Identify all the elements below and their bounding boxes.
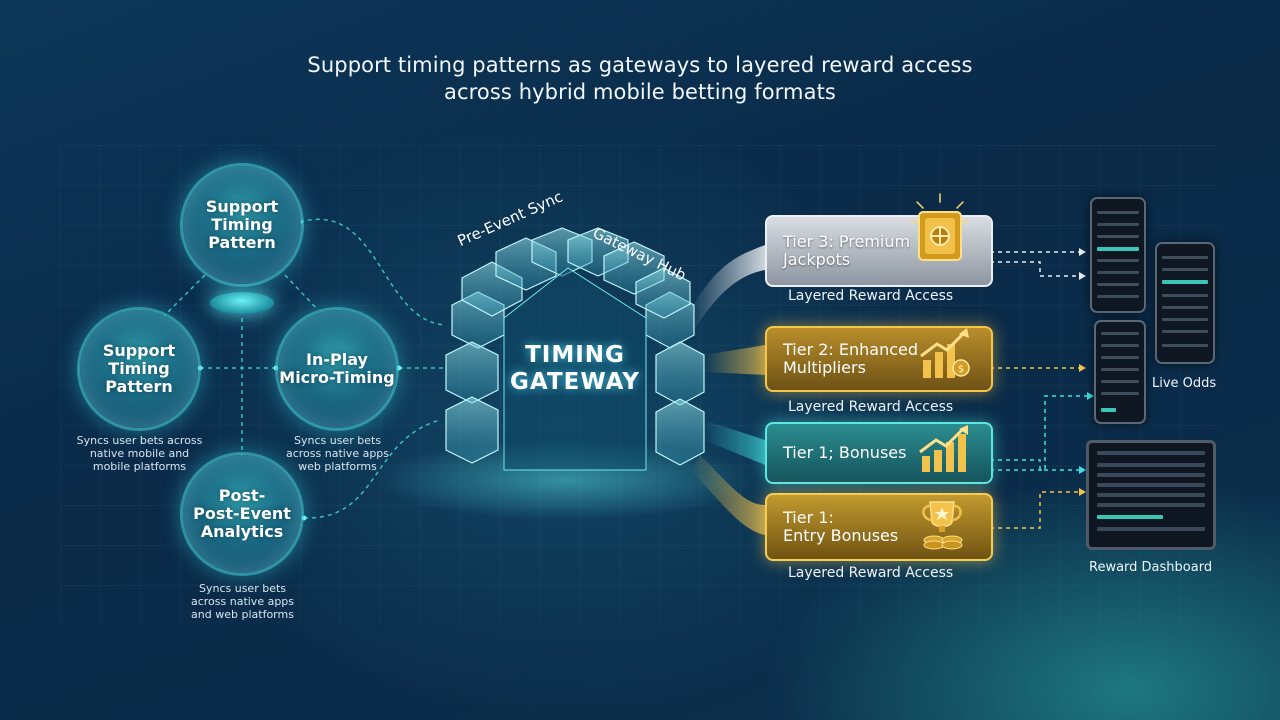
tier-1a-label: Tier 1; Bonuses: [783, 443, 907, 462]
phone-mockup-live-odds: [1094, 320, 1146, 424]
node-support-timing-top[interactable]: Support Timing Pattern: [183, 166, 301, 284]
link-top-to-gateway: [299, 218, 446, 326]
phone-mockup-1: [1090, 197, 1146, 313]
tier-1b-caption: Layered Reward Access: [788, 565, 954, 581]
svg-text:$: $: [958, 364, 964, 375]
tier-2-label: Tier 2: Enhanced Multipliers: [783, 340, 919, 377]
gateway-arch: [445, 227, 705, 466]
tier-3-caption: Layered Reward Access: [788, 288, 954, 304]
beam-tier2: [704, 345, 765, 375]
arrow-tier3-phone1b: [990, 261, 1080, 277]
tier-3-label: Tier 3: Premium Jackpots: [783, 232, 911, 269]
live-odds-label: Live Odds: [1152, 376, 1217, 391]
beam-tier1b: [690, 455, 765, 535]
gateway-title: TIMING GATEWAY: [510, 342, 640, 395]
node-in-play-label: In-Play Micro-Timing: [279, 350, 395, 387]
page-title-line1: Support timing patterns as gateways to l…: [307, 53, 973, 77]
reward-dashboard-label: Reward Dashboard: [1089, 560, 1213, 575]
tier-2-enhanced-multipliers[interactable]: Tier 2: Enhanced Multipliers: [765, 326, 993, 392]
node-support-timing-left[interactable]: Support Timing Pattern: [80, 310, 198, 428]
chart-coin-icon: $: [920, 328, 970, 378]
tier-1b-label: Tier 1: Entry Bonuses: [783, 508, 899, 545]
trophy-coins-icon: [922, 501, 963, 550]
beam-tier1a: [704, 420, 765, 465]
desc-bottom: Syncs user bets across native apps and w…: [190, 582, 295, 621]
phone-mockup-2: [1155, 242, 1215, 364]
arrow-tier1a-phone3: [990, 395, 1088, 471]
page-title-line2: across hybrid mobile betting formats: [444, 80, 836, 104]
desc-middle: Syncs user bets across native apps web p…: [285, 434, 390, 473]
node-post-event-label: Post- Post-Event Analytics: [193, 486, 291, 541]
link-top-to-left: [159, 274, 206, 321]
beam-tier3: [690, 245, 765, 330]
link-bottom-to-gateway: [303, 419, 441, 519]
tier-2-caption: Layered Reward Access: [788, 399, 954, 415]
node-top-pedestal: [210, 292, 274, 314]
tier-1-bonuses[interactable]: Tier 1; Bonuses: [765, 422, 993, 484]
arrow-tier1b-tablet: [990, 491, 1080, 529]
desc-left: Syncs user bets across native mobile and…: [76, 434, 203, 473]
tier-1-entry-bonuses[interactable]: Tier 1: Entry Bonuses: [765, 493, 993, 561]
node-post-event-analytics[interactable]: Post- Post-Event Analytics: [183, 455, 301, 573]
arrow-tier1a-tablet: [990, 459, 1080, 471]
node-in-play-micro-timing[interactable]: In-Play Micro-Timing: [278, 310, 396, 428]
tablet-reward-dashboard: [1086, 440, 1216, 550]
link-top-to-middle: [284, 274, 319, 311]
vault-icon: [910, 193, 970, 261]
growth-chart-icon: [919, 425, 968, 472]
node-support-timing-left-label: Support Timing Pattern: [102, 341, 176, 396]
node-support-timing-top-label: Support Timing Pattern: [205, 197, 279, 252]
